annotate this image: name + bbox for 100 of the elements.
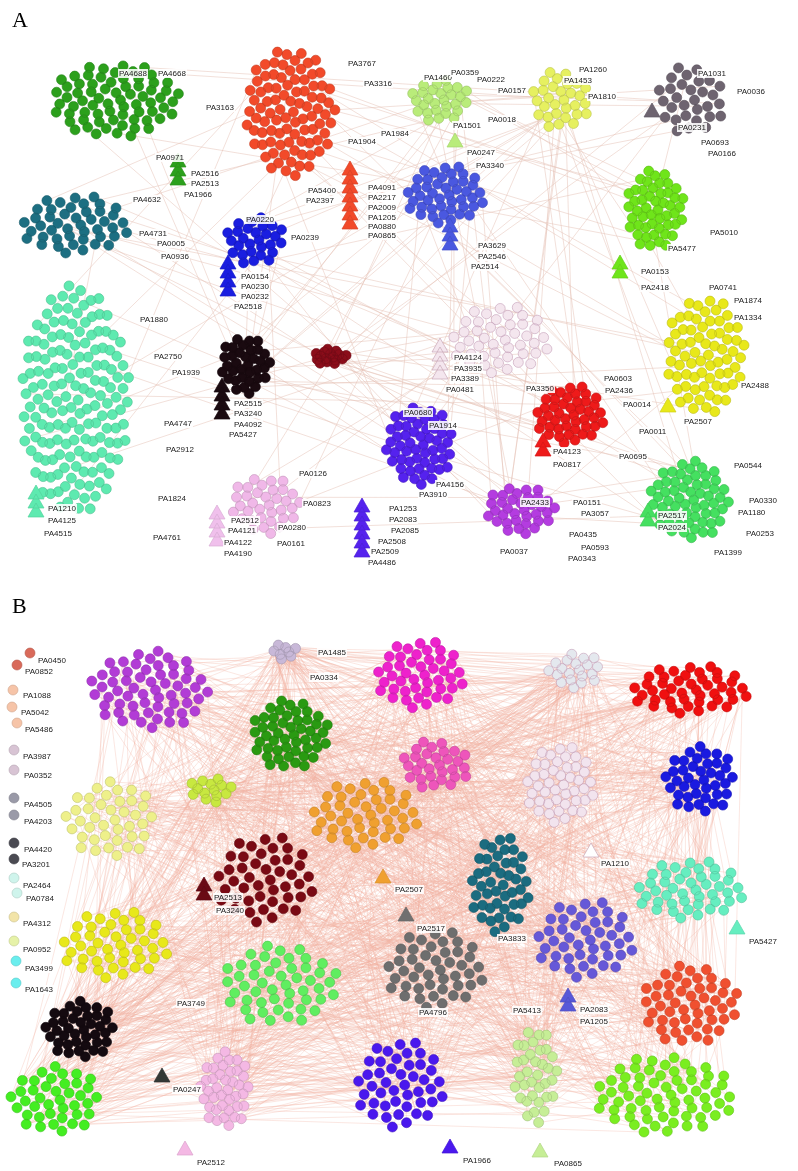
gene-label: PA2436 <box>604 386 634 395</box>
gene-label: PA0603 <box>603 374 633 383</box>
gene-label: PA3935 <box>453 364 483 373</box>
gene-label: PA2750 <box>153 352 183 361</box>
gene-label: PA1031 <box>697 69 727 78</box>
gene-label: PA0126 <box>298 469 328 478</box>
gene-label: PA4092 <box>233 420 263 429</box>
gene-label: PA0852 <box>24 667 54 676</box>
gene-label: PA0823 <box>302 499 332 508</box>
gene-label: PA2513 <box>190 179 220 188</box>
gene-label: PA0231 <box>677 123 707 132</box>
gene-label: PA3340 <box>475 161 505 170</box>
gene-label: PA3240 <box>215 906 245 915</box>
gene-label: PA1914 <box>428 421 458 430</box>
gene-label: PA2433 <box>520 498 550 507</box>
gene-label: PA1210 <box>47 504 77 513</box>
gene-label: PA2912 <box>165 445 195 454</box>
gene-label: PA0157 <box>497 86 527 95</box>
gene-label: PA0450 <box>37 656 67 665</box>
gene-label: PA4123 <box>552 447 582 456</box>
gene-label: PA0280 <box>277 523 307 532</box>
gene-label: PA0011 <box>638 427 668 436</box>
gene-label: PA4312 <box>22 919 52 928</box>
gene-label: PA2507 <box>394 885 424 894</box>
gene-label: PA4121 <box>227 526 257 535</box>
gene-label: PA1453 <box>563 76 593 85</box>
gene-label: PA0741 <box>708 283 738 292</box>
gene-label: PA3749 <box>176 999 206 1008</box>
gene-label: PA0220 <box>245 215 275 224</box>
gene-label: PA5427 <box>748 937 778 946</box>
gene-label: PA0435 <box>568 530 598 539</box>
gene-label: PA2516 <box>190 169 220 178</box>
gene-label: PA1824 <box>157 494 187 503</box>
gene-label: PA0865 <box>553 1159 583 1168</box>
gene-label: PA5486 <box>24 725 54 734</box>
gene-label: PA1984 <box>380 129 410 138</box>
gene-label: PA0544 <box>733 461 763 470</box>
gene-label: PA1205 <box>367 213 397 222</box>
gene-label: PA2508 <box>377 537 407 546</box>
gene-label: PA2512 <box>196 1158 226 1167</box>
gene-label: PA1088 <box>22 691 52 700</box>
gene-label: PA4632 <box>132 195 162 204</box>
gene-label: PA2514 <box>470 262 500 271</box>
gene-label: PA0593 <box>580 543 610 552</box>
gene-label: PA0161 <box>276 539 306 548</box>
gene-label: PA4747 <box>163 419 193 428</box>
gene-label: PA0936 <box>160 252 190 261</box>
gene-label: PA4420 <box>23 845 53 854</box>
gene-label: PA3389 <box>450 374 480 383</box>
gene-label: PA0359 <box>450 68 480 77</box>
gene-label: PA2518 <box>233 302 263 311</box>
gene-label: PA1874 <box>733 296 763 305</box>
gene-label: PA4668 <box>157 69 187 78</box>
gene-label: PA0680 <box>403 408 433 417</box>
gene-label: PA1904 <box>347 137 377 146</box>
gene-label: PA2009 <box>367 203 397 212</box>
gene-label: PA0330 <box>748 496 778 505</box>
gene-label: PA5400 <box>307 186 337 195</box>
gene-label: PA1485 <box>317 648 347 657</box>
gene-label: PA5427 <box>228 430 258 439</box>
gene-label: PA2512 <box>230 516 260 525</box>
gene-label: PA1253 <box>388 504 418 513</box>
gene-label: PA1966 <box>462 1156 492 1165</box>
gene-label: PA0247 <box>466 148 496 157</box>
gene-label: PA1260 <box>578 65 608 74</box>
gene-label: PA2513 <box>213 893 243 902</box>
gene-label: PA0166 <box>707 149 737 158</box>
gene-label: PA0352 <box>23 771 53 780</box>
gene-label: PA1180 <box>737 508 767 517</box>
gene-label: PA4091 <box>367 183 397 192</box>
gene-label: PA0481 <box>445 385 475 394</box>
gene-label: PA2083 <box>388 515 418 524</box>
gene-label: PA4761 <box>152 533 182 542</box>
gene-label: PA0693 <box>700 138 730 147</box>
gene-label: PA0230 <box>240 282 270 291</box>
gene-label: PA3163 <box>205 103 235 112</box>
gene-label: PA3629 <box>477 241 507 250</box>
gene-label: PA1810 <box>587 92 617 101</box>
gene-label: PA0695 <box>618 452 648 461</box>
gene-label: PA0239 <box>290 233 320 242</box>
gene-label: PA3767 <box>347 59 377 68</box>
gene-label: PA2546 <box>477 252 507 261</box>
gene-label: PA2397 <box>305 196 335 205</box>
gene-label: PA1210 <box>600 859 630 868</box>
gene-label: PA4731 <box>138 229 168 238</box>
gene-label: PA0153 <box>640 267 670 276</box>
gene-label: PA5413 <box>512 1006 542 1015</box>
gene-label: PA4125 <box>47 516 77 525</box>
gene-label: PA0253 <box>745 529 775 538</box>
gene-label: PA5010 <box>709 228 739 237</box>
gene-label: PA3240 <box>233 409 263 418</box>
gene-label: PA1939 <box>171 368 201 377</box>
gene-label: PA4505 <box>23 800 53 809</box>
gene-label: PA0817 <box>552 460 582 469</box>
gene-label: PA1205 <box>579 1017 609 1026</box>
gene-label: PA0232 <box>240 292 270 301</box>
gene-label: PA0036 <box>736 87 766 96</box>
gene-label: PA4122 <box>223 538 253 547</box>
gene-label: PA1880 <box>139 315 169 324</box>
gene-label: PA0247 <box>172 1085 202 1094</box>
